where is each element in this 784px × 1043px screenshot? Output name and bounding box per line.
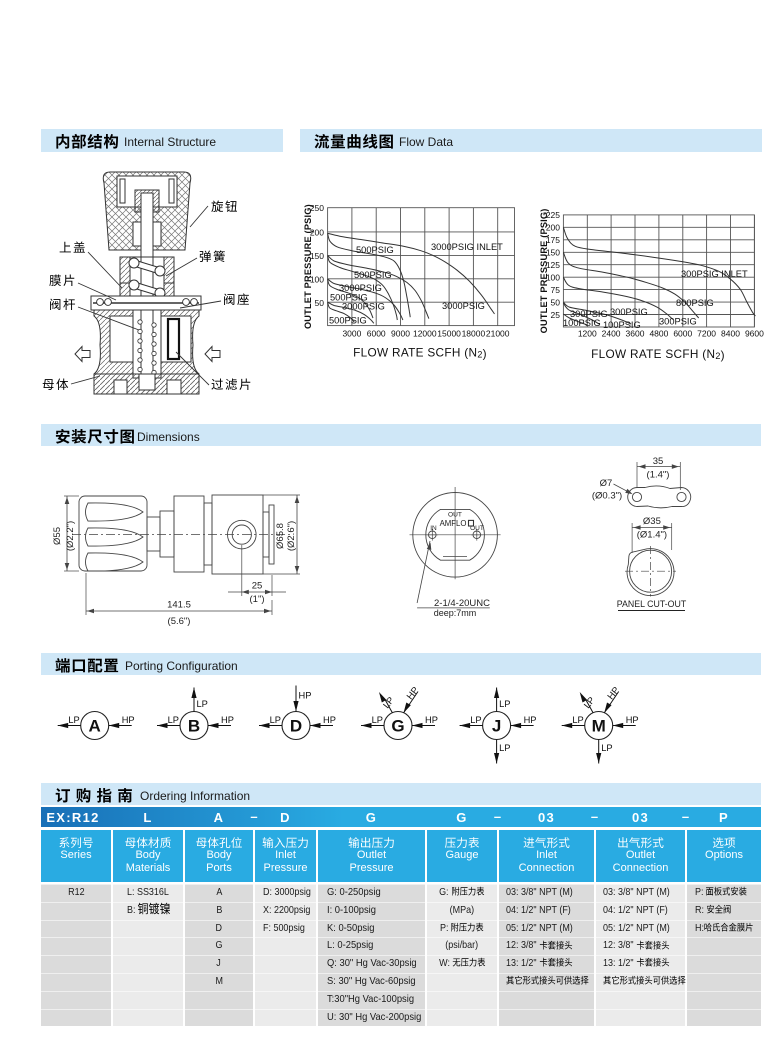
svg-text:LP: LP [601,743,612,753]
svg-text:7200: 7200 [697,329,716,339]
svg-text:HP: HP [425,715,438,725]
svg-text:HP: HP [221,715,234,725]
svg-text:100: 100 [310,274,324,284]
svg-text:21000: 21000 [486,329,510,339]
svg-text:800PSIG: 800PSIG [676,298,714,308]
svg-text:LP: LP [168,715,179,725]
svg-text:M: M [592,717,606,736]
svg-text:(1.4"): (1.4") [647,470,670,481]
svg-text:18000: 18000 [462,329,486,339]
svg-text:HP: HP [299,691,312,701]
svg-text:A: A [89,717,101,736]
svg-text:Ø7: Ø7 [600,478,613,489]
svg-text:300PSIG: 300PSIG [659,317,697,327]
svg-text:8400: 8400 [721,329,740,339]
svg-text:500PSIG: 500PSIG [354,270,392,280]
svg-text:150: 150 [310,251,324,261]
svg-text:300PSIG INLET: 300PSIG INLET [681,269,748,279]
svg-text:3000: 3000 [342,329,361,339]
svg-text:PANEL CUT-OUT: PANEL CUT-OUT [617,599,687,609]
svg-text:deep:7mm: deep:7mm [434,608,477,618]
svg-text:OUT: OUT [470,525,484,532]
svg-text:D: D [290,717,302,736]
svg-text:200: 200 [546,223,560,233]
svg-text:4800: 4800 [649,329,668,339]
svg-text:(Ø0.3"): (Ø0.3") [592,491,622,502]
svg-text:50: 50 [315,298,325,308]
svg-text:LP: LP [499,743,510,753]
svg-text:B: B [188,717,200,736]
svg-text:141.5: 141.5 [167,600,191,611]
svg-text:35: 35 [653,456,664,467]
svg-text:3000PSIG: 3000PSIG [339,283,382,293]
svg-text:6000: 6000 [673,329,692,339]
svg-text:225: 225 [546,210,560,220]
svg-text:3000PSIG: 3000PSIG [442,301,485,311]
svg-text:FLOW RATE SCFH (N2): FLOW RATE SCFH (N2) [353,346,487,361]
svg-text:(Ø2.6"): (Ø2.6") [286,521,297,551]
svg-text:HP: HP [323,715,336,725]
svg-text:3600: 3600 [626,329,645,339]
svg-text:500PSIG: 500PSIG [329,316,367,326]
svg-text:HP: HP [605,685,621,701]
svg-text:100PSIG: 100PSIG [563,318,601,328]
svg-text:(Ø1.4"): (Ø1.4") [637,530,667,541]
svg-text:G: G [391,717,404,736]
svg-text:3000PSIG: 3000PSIG [342,302,385,312]
svg-text:LP: LP [197,699,208,709]
svg-text:LP: LP [470,715,481,725]
svg-text:IN: IN [430,525,437,532]
svg-text:LP: LP [572,715,583,725]
svg-text:HP: HP [122,715,135,725]
svg-text:HP: HP [626,715,639,725]
svg-text:125: 125 [546,260,560,270]
svg-text:Ø35: Ø35 [643,516,661,527]
svg-text:Ø55: Ø55 [52,527,63,545]
svg-text:100: 100 [546,273,560,283]
svg-text:75: 75 [551,285,561,295]
svg-text:12000: 12000 [413,329,437,339]
svg-text:LP: LP [68,715,79,725]
svg-text:1200: 1200 [578,329,597,339]
svg-text:LP: LP [372,715,383,725]
svg-text:OUT: OUT [448,512,462,519]
svg-text:15000: 15000 [437,329,461,339]
svg-text:300PSIG: 300PSIG [610,307,648,317]
svg-text:500PSIG: 500PSIG [356,245,394,255]
svg-text:2-1/4-20UNC: 2-1/4-20UNC [434,598,490,609]
svg-text:(5.6"): (5.6") [168,616,191,627]
svg-text:AMFLO: AMFLO [440,519,467,528]
svg-text:3000PSIG INLET: 3000PSIG INLET [431,242,503,252]
svg-text:250: 250 [310,203,324,213]
svg-text:(1"): (1") [250,594,265,605]
svg-text:9000: 9000 [391,329,410,339]
svg-text:FLOW RATE SCFH (N2): FLOW RATE SCFH (N2) [591,347,725,362]
svg-text:6000: 6000 [367,329,386,339]
svg-text:Ø65.8: Ø65.8 [275,523,286,549]
svg-text:9600: 9600 [745,329,764,339]
svg-text:25: 25 [551,310,561,320]
svg-text:500PSIG: 500PSIG [330,293,368,303]
svg-text:25: 25 [252,581,263,592]
svg-text:HP: HP [524,715,537,725]
svg-text:200: 200 [310,228,324,238]
svg-text:2400: 2400 [602,329,621,339]
svg-text:LP: LP [499,699,510,709]
svg-text:(Ø2.2"): (Ø2.2") [65,521,76,551]
svg-text:OUTLET PRESSURE (PSIG): OUTLET PRESSURE (PSIG) [539,208,549,333]
svg-text:LP: LP [270,715,281,725]
svg-text:HP: HP [405,685,421,701]
svg-text:150: 150 [546,248,560,258]
svg-text:175: 175 [546,235,560,245]
svg-text:100PSIG: 100PSIG [603,320,641,330]
svg-text:J: J [492,717,501,736]
svg-text:OUTLET PRESSURE (PSIG): OUTLET PRESSURE (PSIG) [303,204,313,329]
svg-text:50: 50 [551,297,561,307]
svg-text:300PSIG: 300PSIG [570,309,608,319]
